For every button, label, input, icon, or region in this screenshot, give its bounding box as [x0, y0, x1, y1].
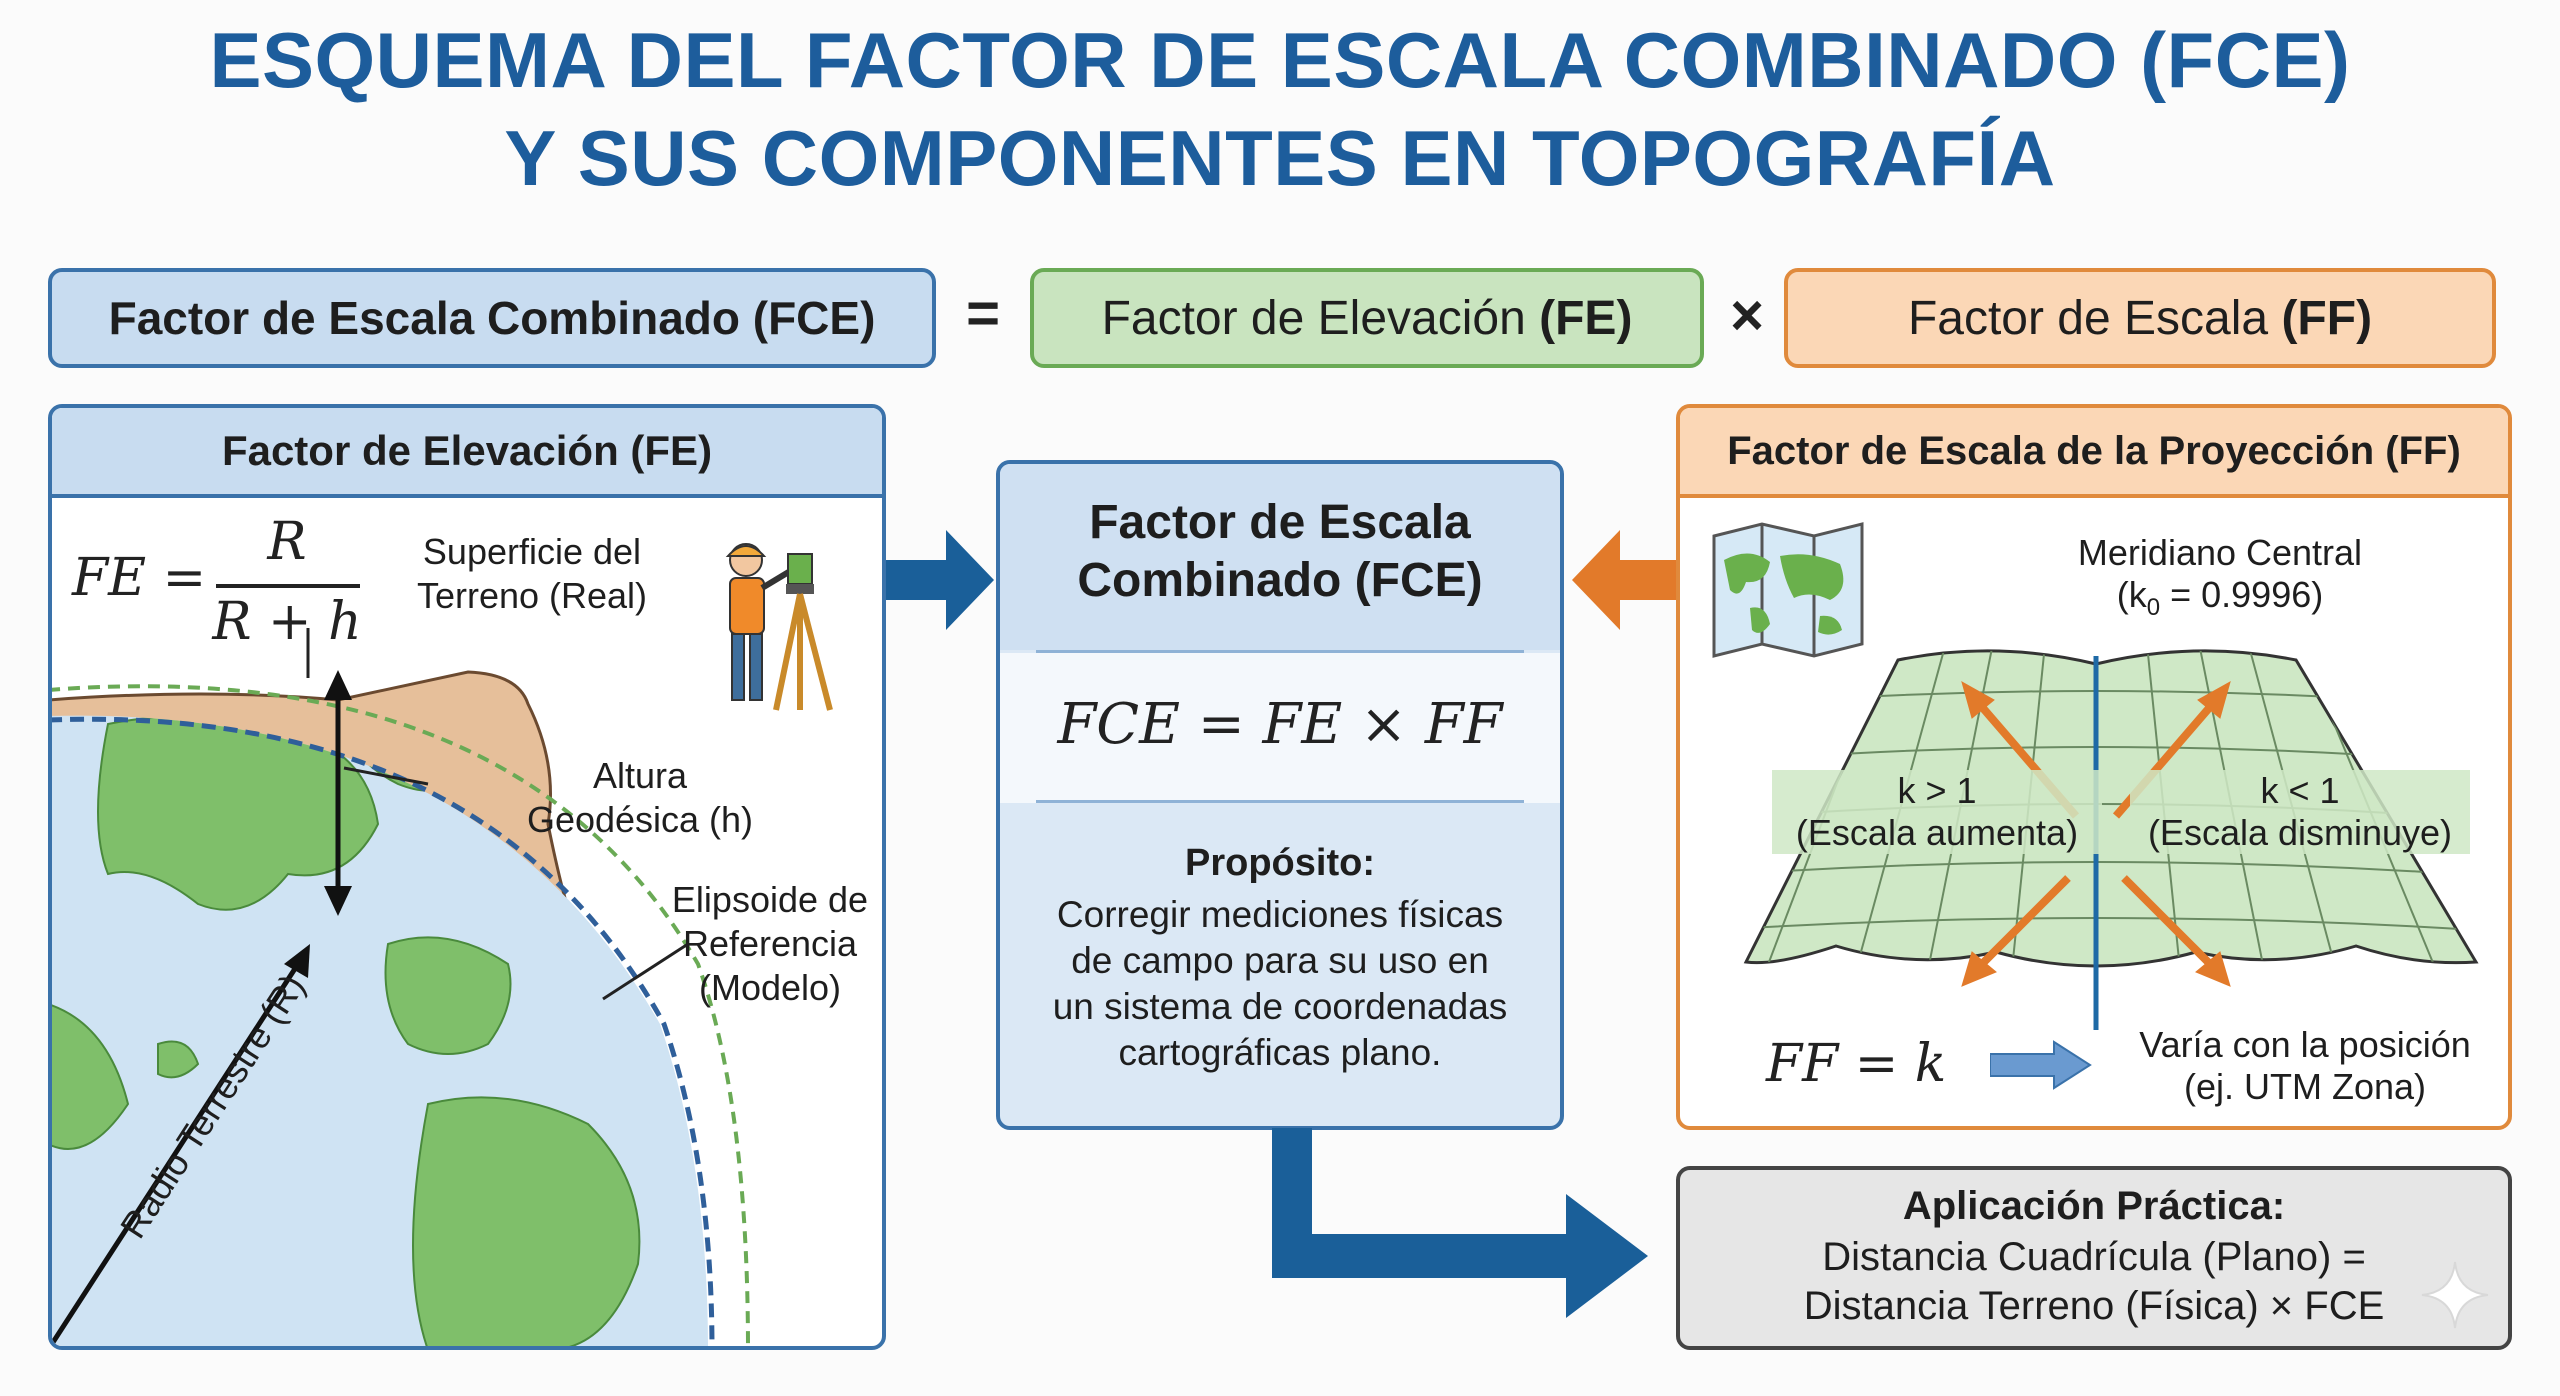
- fe-panel: Factor de Elevación (FE): [48, 404, 886, 1350]
- page-title-line-2: Y SUS COMPONENTES EN TOPOGRAFÍA: [504, 114, 2056, 202]
- purpose-text: Corregir mediciones físicas de campo par…: [1052, 894, 1508, 1073]
- application-line-2: Distancia Terreno (Física) × FCE: [1803, 1284, 2385, 1328]
- fe-pill-abbr: (FE): [1539, 291, 1633, 345]
- right-k-label: k < 1 (Escala disminuye): [2130, 770, 2470, 854]
- application-title: Aplicación Práctica:: [1902, 1184, 2286, 1228]
- ff-arrow-icon: [1990, 1040, 2092, 1090]
- application-line-1: Distancia Cuadrícula (Plano) =: [1822, 1235, 2366, 1279]
- fce-panel-header: Factor de Escala Combinado (FCE): [1077, 496, 1483, 607]
- continent-africa: [412, 1096, 641, 1346]
- ff-pill-abbr: (FF): [2281, 291, 2373, 345]
- left-k-label: k > 1 (Escala aumenta): [1772, 770, 2102, 854]
- k0-value: (k0 = 0.9996): [2116, 574, 2324, 622]
- height-label: Altura Geodésica (h): [526, 755, 754, 840]
- continent-europe: [384, 936, 512, 1055]
- fe-formula-lhs: FE =: [72, 548, 207, 608]
- arrow-fce-to-application: [1272, 1128, 1648, 1318]
- fe-pill: Factor de Elevación (FE): [1030, 268, 1704, 368]
- map-icon: [1712, 522, 1864, 658]
- equals-sign: =: [966, 281, 1000, 346]
- ff-pill-text: Factor de Escala: [1907, 291, 2282, 345]
- fce-panel: Factor de Escala Combinado (FCE) FCE = F…: [996, 460, 1564, 1130]
- ff-panel: Factor de Escala de la Proyección (FF): [1676, 404, 2512, 1130]
- page-title-line-1: ESQUEMA DEL FACTOR DE ESCALA COMBINADO (…: [209, 16, 2351, 104]
- fe-formula-denominator: R + h: [212, 592, 362, 652]
- fce-pill-label: Factor de Escala Combinado (FCE): [108, 292, 876, 344]
- arrow-ff-to-fce: [1572, 530, 1680, 630]
- surveyor-icon: [725, 543, 833, 711]
- fe-formula-bar: [216, 584, 360, 588]
- fe-pill-text: Factor de Elevación: [1101, 291, 1540, 345]
- continent-west: [52, 1002, 130, 1150]
- arrow-fe-to-fce: [886, 530, 994, 630]
- meridian-label: Meridiano Central (k0 = 0.9996): [2010, 532, 2430, 629]
- times-sign: ×: [1730, 283, 1764, 348]
- varies-label: Varía con la posición (ej. UTM Zona): [2139, 1024, 2471, 1107]
- island-1: [157, 1040, 200, 1079]
- ff-panel-header: Factor de Escala de la Proyección (FF): [1680, 408, 2508, 498]
- application-box: Aplicación Práctica: Distancia Cuadrícul…: [1676, 1166, 2512, 1350]
- ellipsoid-label: Elipsoide de Referencia (Modelo): [671, 879, 869, 1008]
- sparkle-icon: [2421, 1261, 2489, 1329]
- fe-formula-numerator: R: [267, 512, 307, 572]
- ff-pill: Factor de Escala (FF): [1784, 268, 2496, 368]
- fce-pill: Factor de Escala Combinado (FCE): [48, 268, 936, 368]
- ellipsoid-line: [52, 716, 715, 1346]
- earth-illustration: [52, 628, 750, 1346]
- geoid-line: [52, 684, 750, 1346]
- purpose-title: Propósito:: [1185, 842, 1375, 884]
- fe-panel-header: Factor de Elevación (FE): [52, 408, 882, 498]
- fce-formula: FCE = FE × FF: [1057, 692, 1503, 757]
- ff-formula: FF = k: [1766, 1034, 1947, 1094]
- terrain-label: Superficie del Terreno (Real): [416, 531, 648, 616]
